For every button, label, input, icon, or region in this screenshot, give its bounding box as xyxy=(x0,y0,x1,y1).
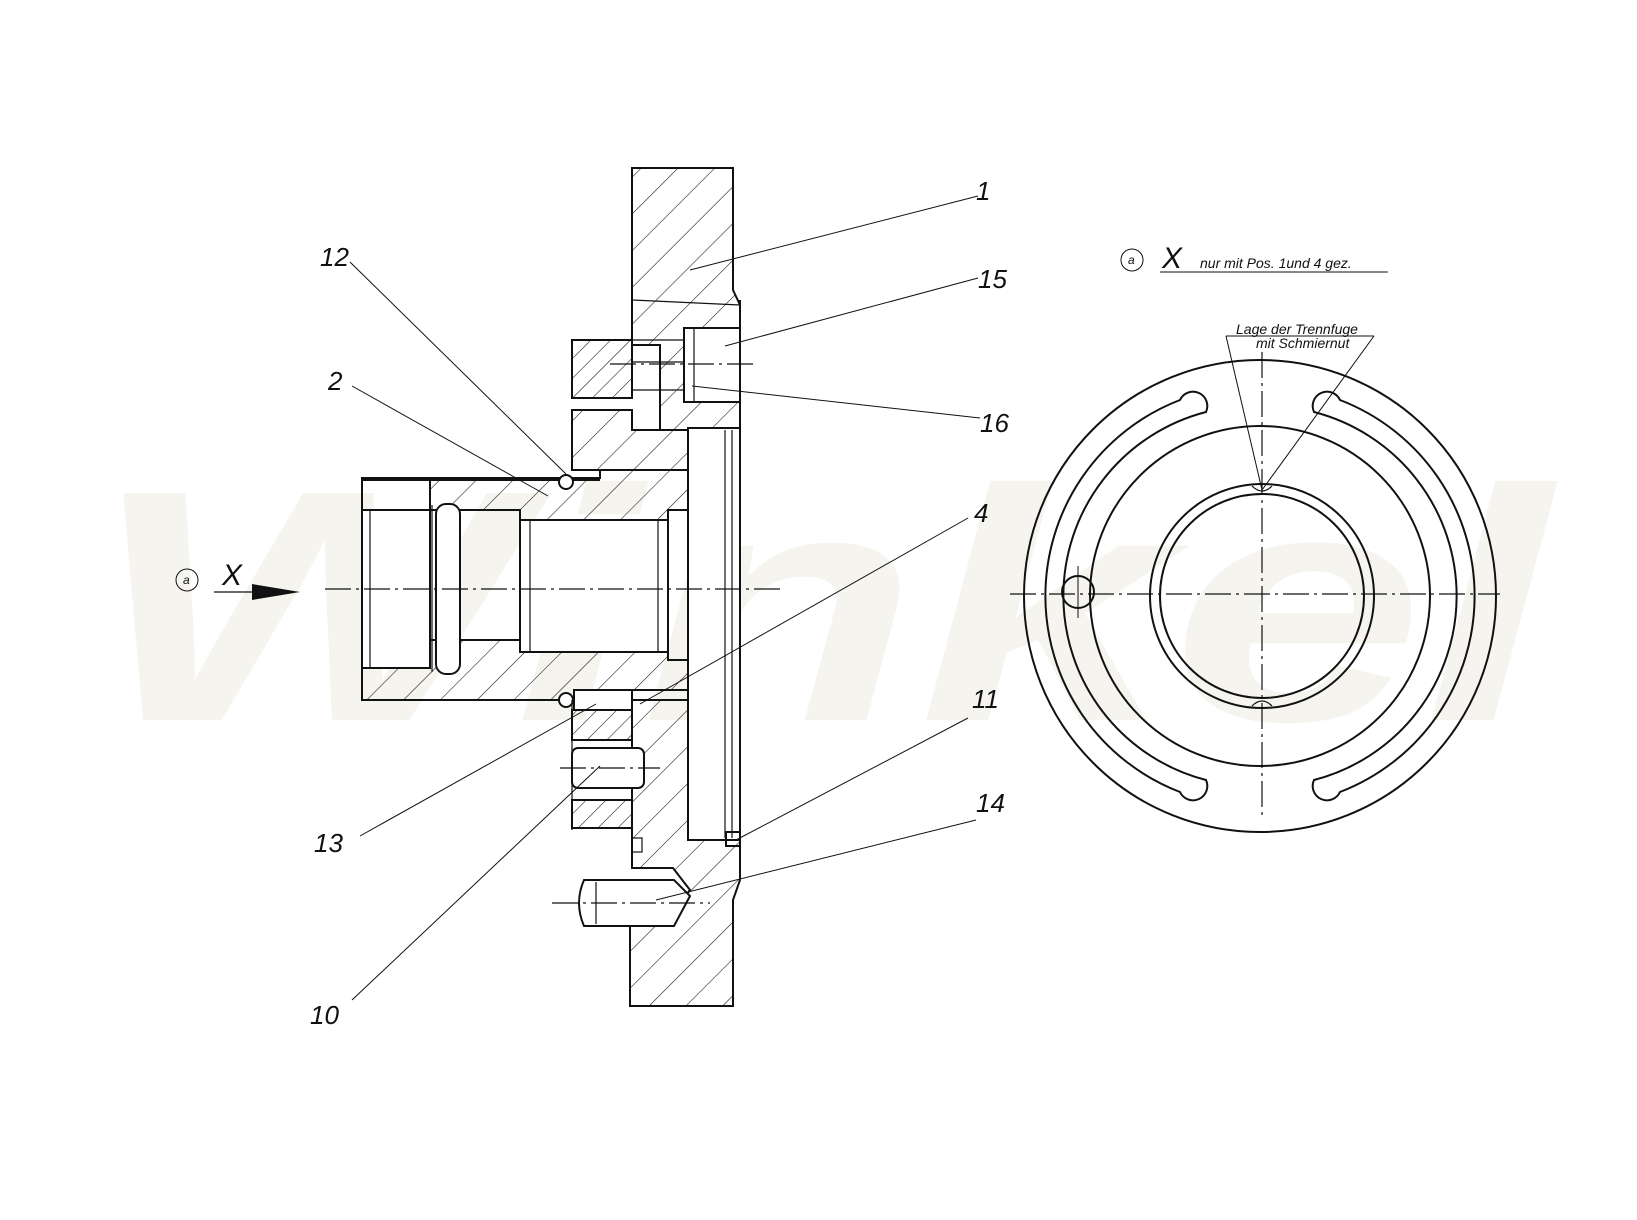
note-marker-circle xyxy=(1120,248,1144,272)
label-14: 14 xyxy=(976,788,1005,818)
note-letter-x: X xyxy=(1161,242,1183,275)
leader-4 xyxy=(639,517,969,705)
groove-bottom xyxy=(1251,700,1273,707)
leader-12 xyxy=(349,261,567,475)
leader-15 xyxy=(724,277,979,347)
leader-1 xyxy=(689,195,979,271)
leader-lines xyxy=(349,195,981,1001)
leader-10 xyxy=(351,765,601,1001)
note-marker-a: a xyxy=(1128,253,1135,267)
screw-head xyxy=(683,327,741,403)
view-marker-a: a xyxy=(183,573,190,587)
label-10: 10 xyxy=(310,1000,339,1030)
note-text: nur mit Pos. 1und 4 gez. xyxy=(1200,255,1352,271)
flange-step-line xyxy=(631,299,741,306)
annotation-line2: mit Schmiernut xyxy=(1256,335,1350,351)
label-2: 2 xyxy=(327,366,343,396)
label-4: 4 xyxy=(974,498,988,528)
seal-ring xyxy=(725,831,741,847)
label-12: 12 xyxy=(320,242,349,272)
label-15: 15 xyxy=(978,264,1007,294)
leader-14 xyxy=(655,819,977,901)
view-marker-circle xyxy=(175,568,199,592)
view-letter-x: X xyxy=(221,559,243,592)
kidney-slot-right xyxy=(1311,390,1476,802)
view-arrow-head xyxy=(252,584,300,600)
leader-11 xyxy=(735,717,969,841)
view-x: a X nur mit Pos. 1und 4 gez. Lage der Tr… xyxy=(1010,242,1500,833)
clamp-lower xyxy=(571,709,633,741)
leader-2 xyxy=(351,385,549,497)
flange-outline-circle xyxy=(1023,359,1497,833)
small-seal xyxy=(631,837,643,853)
annotation-line1: Lage der Trennfuge xyxy=(1236,321,1358,337)
shaft-bore xyxy=(519,519,669,653)
o-ring-upper xyxy=(558,474,574,490)
label-13: 13 xyxy=(314,828,343,858)
clamp-upper xyxy=(571,339,633,399)
kidney-slot-left xyxy=(1044,390,1209,802)
o-ring-lower xyxy=(558,692,574,708)
watermark: Winkel xyxy=(90,421,1559,790)
key xyxy=(573,689,633,711)
clamp-lower-base xyxy=(571,799,633,829)
clamp-upper-base xyxy=(571,409,689,471)
label-11: 11 xyxy=(972,684,999,714)
leader-13 xyxy=(359,703,597,837)
label-1: 1 xyxy=(976,176,990,206)
section-view: a X xyxy=(175,167,785,1007)
leader-16 xyxy=(691,385,981,419)
label-16: 16 xyxy=(980,408,1009,438)
ring-plate xyxy=(687,427,741,841)
ring-circle xyxy=(1089,425,1431,767)
